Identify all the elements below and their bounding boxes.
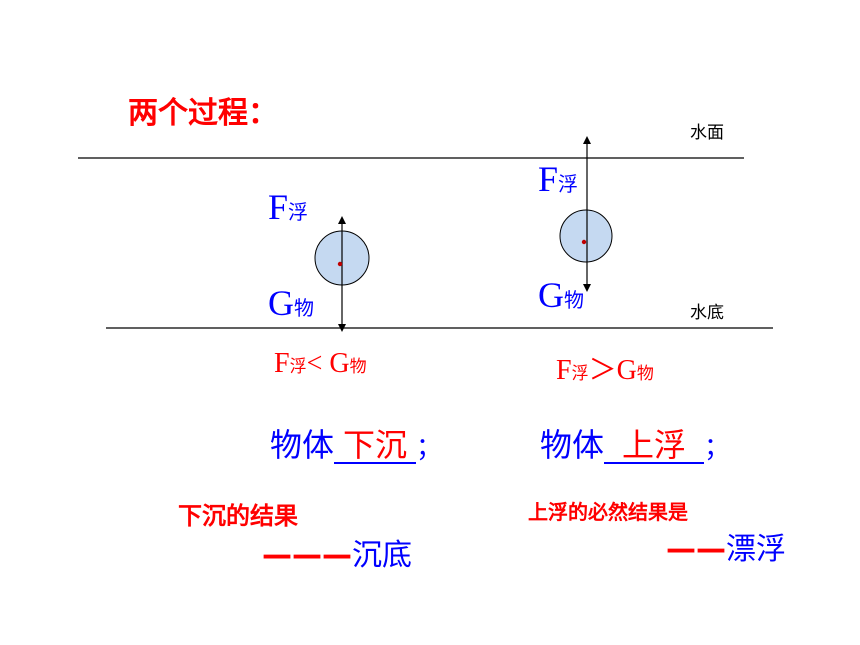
left-gravity-label: G物 — [268, 283, 314, 323]
right-gravity-label: G物 — [538, 275, 584, 315]
right-center-dot — [581, 239, 587, 245]
right-state-answer: 上浮 — [604, 428, 705, 464]
left-buoyancy-label: F浮 — [268, 187, 309, 227]
left-result: ———沉底 — [262, 538, 412, 573]
right-result-title: 上浮的必然结果是 — [528, 500, 688, 524]
left-force-inequality: F浮< G物 — [274, 348, 367, 379]
right-force-inequality: F浮＞G物 — [556, 355, 654, 386]
left-center-dot — [337, 261, 343, 267]
left-state-answer: 下沉 — [334, 428, 417, 464]
left-state-statement: 物体下沉； — [270, 426, 443, 464]
water-bottom-label: 水底 — [690, 303, 724, 323]
left-result-title: 下沉的结果 — [178, 502, 298, 530]
right-state-statement: 物体上浮； — [540, 426, 731, 464]
right-result: ——漂浮 — [666, 532, 786, 567]
rising-object-ball — [559, 209, 613, 263]
water-surface-label: 水面 — [690, 123, 724, 143]
page-title: 两个过程： — [128, 96, 278, 131]
right-buoyancy-label: F浮 — [538, 159, 579, 199]
